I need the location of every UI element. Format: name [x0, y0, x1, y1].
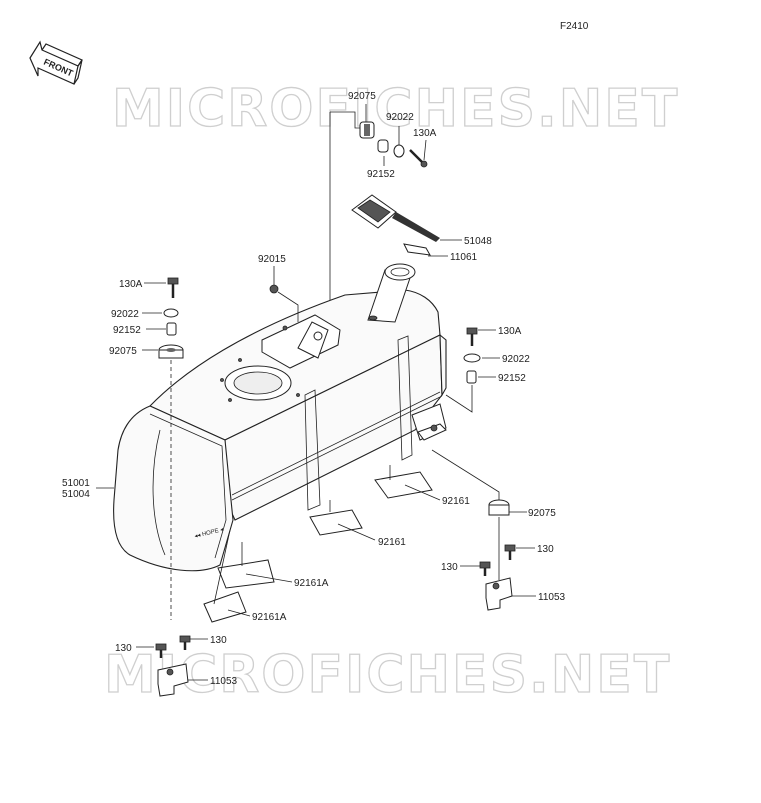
label-92161A-a: 92161A — [294, 578, 329, 589]
label-92022-left: 92022 — [111, 309, 139, 320]
label-92161-a: 92161 — [442, 496, 470, 507]
grommet-92075-right — [488, 499, 510, 516]
label-92152-top: 92152 — [367, 169, 395, 180]
bolt-130A-left — [167, 277, 179, 298]
leader-lines — [96, 104, 536, 681]
label-92075-top: 92075 — [348, 91, 376, 102]
bolt-130-r1 — [504, 544, 516, 560]
label-92161A-b: 92161A — [252, 612, 287, 623]
label-11053-left: 11053 — [210, 676, 238, 687]
grommet-92075-left — [158, 344, 184, 359]
bracket-11053-right — [485, 577, 513, 611]
washer-92022-right — [463, 353, 481, 363]
bolt-130A-top — [409, 149, 428, 168]
label-92022-right: 92022 — [502, 354, 530, 365]
bolt-130A-right — [466, 327, 478, 346]
grommet-92075-top — [359, 121, 375, 139]
label-92075-left: 92075 — [109, 346, 137, 357]
label-51048: 51048 — [464, 236, 492, 247]
label-130-r2: 130 — [441, 562, 458, 573]
label-130A-right: 130A — [498, 326, 522, 337]
fuel-tank: ◂◂ HOPE ◂ — [113, 263, 447, 572]
bracket-11053-left — [157, 663, 189, 697]
label-92152-left: 92152 — [113, 325, 141, 336]
label-92075-right: 92075 — [528, 508, 556, 519]
label-130A-left: 130A — [119, 279, 143, 290]
label-11061 — [403, 243, 431, 256]
front-arrow-icon: FRONT — [29, 40, 83, 85]
bolt-130-l1 — [155, 643, 167, 658]
collar-92152-top — [377, 139, 389, 153]
label-92152-right: 92152 — [498, 373, 526, 384]
label-130A-top: 130A — [413, 128, 437, 139]
pad-92161A-b — [203, 591, 247, 623]
bracket-51048 — [351, 194, 440, 242]
label-130-l1: 130 — [115, 643, 132, 654]
label-11053-right: 11053 — [538, 592, 566, 603]
label-11061: 11061 — [450, 252, 478, 263]
collar-92152-right — [466, 370, 477, 384]
label-51001: 51001 — [62, 478, 90, 489]
label-51004: 51004 — [62, 489, 90, 500]
label-92015: 92015 — [258, 254, 286, 265]
washer-92022-top — [393, 144, 405, 158]
label-92161-b: 92161 — [378, 537, 406, 548]
collar-92152-left — [166, 322, 177, 336]
washer-92022-left — [163, 308, 179, 318]
diagram-code: F2410 — [560, 21, 589, 32]
label-92022-top: 92022 — [386, 112, 414, 123]
label-130-r1: 130 — [537, 544, 554, 555]
pad-92161-a — [374, 471, 433, 499]
bolt-130-r2 — [479, 561, 491, 576]
watermark-bottom: MICROFICHES.NET — [104, 645, 671, 705]
nut-92015 — [269, 284, 279, 294]
label-130-l2: 130 — [210, 635, 227, 646]
watermark-top: MICROFICHES.NET — [112, 79, 679, 139]
